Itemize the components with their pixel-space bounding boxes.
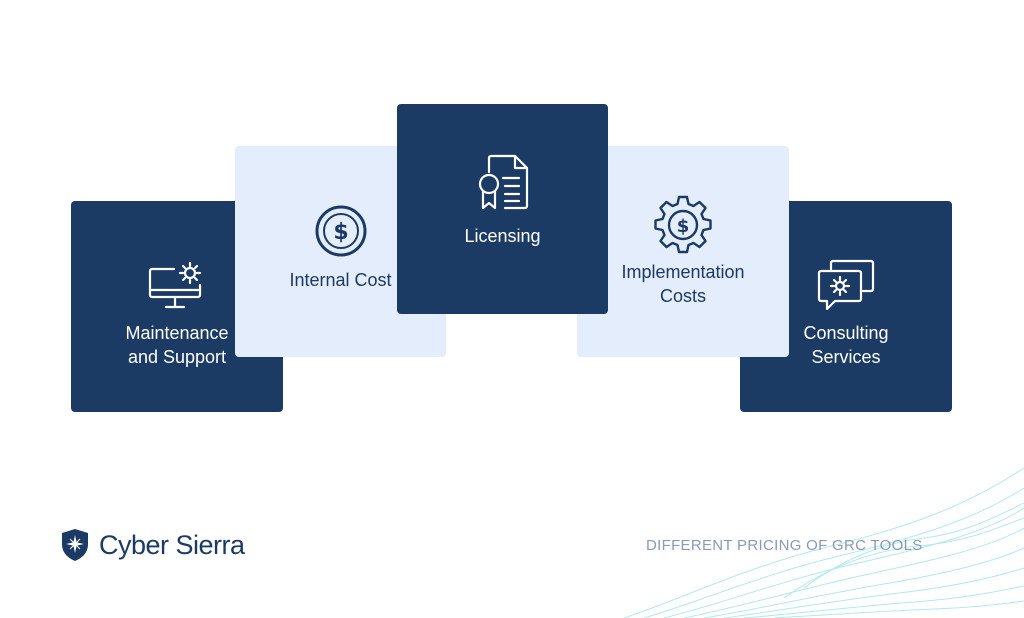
card-label: Internal Cost (289, 270, 392, 290)
svg-text:$: $ (333, 220, 348, 245)
brand-logo: Cyber Sierra (61, 528, 245, 562)
footer-caption: DIFFERENT PRICING OF GRC TOOLS (646, 537, 923, 554)
brand-name: Cyber Sierra (99, 529, 245, 560)
shield-star-icon (62, 529, 88, 561)
card-label: Consulting Services (803, 323, 889, 367)
svg-text:$: $ (677, 216, 690, 237)
card-implementation-costs: $ Implementation Costs (577, 146, 789, 357)
card-label: Implementation Costs (621, 262, 745, 306)
card-label: Maintenance and Support (125, 323, 229, 367)
monitor-gear-icon (148, 261, 202, 309)
chat-gear-icon (817, 259, 875, 311)
dollar-gear-icon: $ (654, 195, 712, 254)
dollar-circle-icon: $ (315, 205, 366, 257)
wave-decoration (624, 467, 1024, 618)
card-label: Licensing (464, 226, 541, 246)
certificate-document-icon (478, 154, 528, 210)
card-licensing: Licensing (397, 104, 608, 314)
